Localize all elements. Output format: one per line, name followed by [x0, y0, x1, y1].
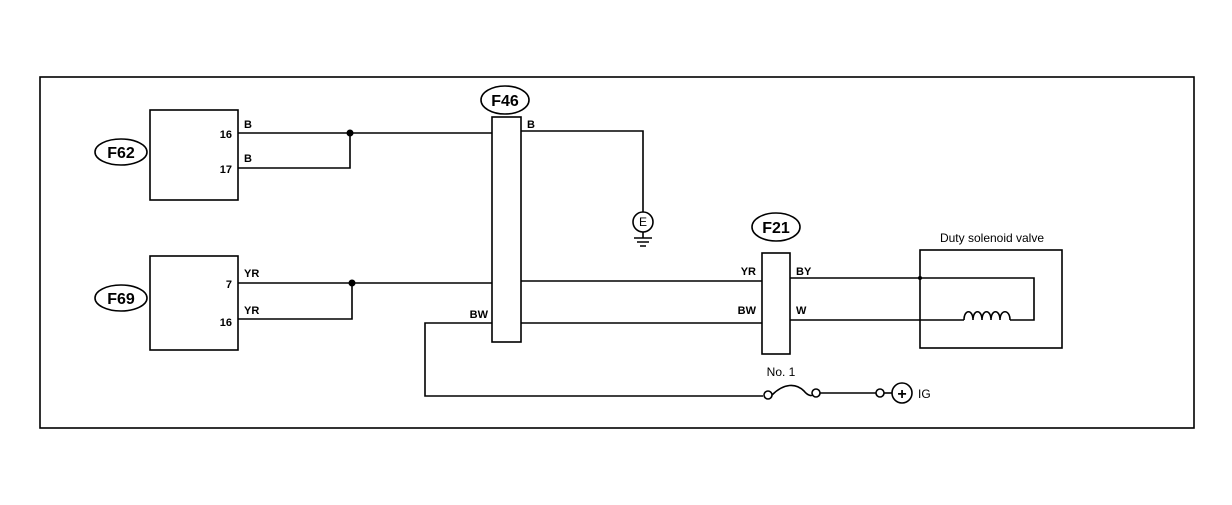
f62-wire-color-16: B: [244, 119, 252, 131]
f69-label-ellipse: [94, 284, 148, 312]
solenoid-box: [919, 249, 1063, 349]
diagram-frame: [39, 76, 1195, 429]
f62-wire-color-17: B: [244, 153, 252, 165]
fuse-terminal-left: [763, 390, 773, 400]
ground-e-label: E: [639, 215, 647, 229]
f46-wire-color-feed: BW: [470, 309, 489, 321]
f46-connector: F46 B BW: [470, 85, 535, 343]
f62-pin-17: 17: [220, 164, 232, 176]
f46-label: F46: [491, 93, 519, 110]
ig-terminal: [875, 388, 885, 398]
f69-label: F69: [107, 291, 135, 308]
f21-connector: F21 YR BY BW W: [738, 212, 812, 355]
f62-module: F62 16 17 B B: [94, 109, 252, 201]
f62-splice-dot: [346, 129, 354, 137]
f21-label-ellipse: [751, 212, 801, 242]
fuse-label: No. 1: [767, 365, 796, 379]
f21-wire-color-out-bottom: W: [796, 305, 807, 317]
solenoid-label: Duty solenoid valve: [940, 231, 1044, 245]
ground-e: E: [521, 130, 654, 247]
f69-pin-16: 16: [220, 317, 232, 329]
f46-box: [491, 116, 522, 343]
f62-pin-16: 16: [220, 129, 232, 141]
battery-plus-icon: +: [897, 386, 906, 403]
f21-wire-color-out-top: BY: [796, 266, 812, 278]
f46-wire-color-ground: B: [527, 119, 535, 131]
f21-wire-color-in-bottom: BW: [738, 305, 757, 317]
f69-pin-7: 7: [226, 279, 232, 291]
solenoid-node-dot: [918, 276, 922, 280]
f69-wire-color-7: YR: [244, 268, 259, 280]
coil-icon: [963, 310, 1011, 321]
ground-icon: [634, 232, 652, 247]
battery-plus-circle: [891, 382, 913, 404]
f69-signal-wires: [238, 279, 492, 320]
f21-wire-color-in-top: YR: [741, 266, 756, 278]
duty-solenoid-valve: Duty solenoid valve: [918, 231, 1063, 349]
f69-module: F69 7 16 YR YR: [94, 255, 259, 351]
f69-box: [149, 255, 239, 351]
f62-box: [149, 109, 239, 201]
f62-ground-wires: [238, 129, 492, 169]
f62-label-ellipse: [94, 138, 148, 166]
power-feed: No. 1 + IG: [424, 322, 931, 404]
f46-label-ellipse: [480, 85, 530, 115]
fuse-icon: [771, 384, 813, 397]
f62-label: F62: [107, 145, 135, 162]
fuse-terminal-right: [811, 388, 821, 398]
f21-label: F21: [762, 220, 790, 237]
f21-box: [761, 252, 791, 355]
f69-splice-dot: [348, 279, 356, 287]
f69-wire-color-16: YR: [244, 305, 259, 317]
ig-label: IG: [918, 387, 931, 401]
